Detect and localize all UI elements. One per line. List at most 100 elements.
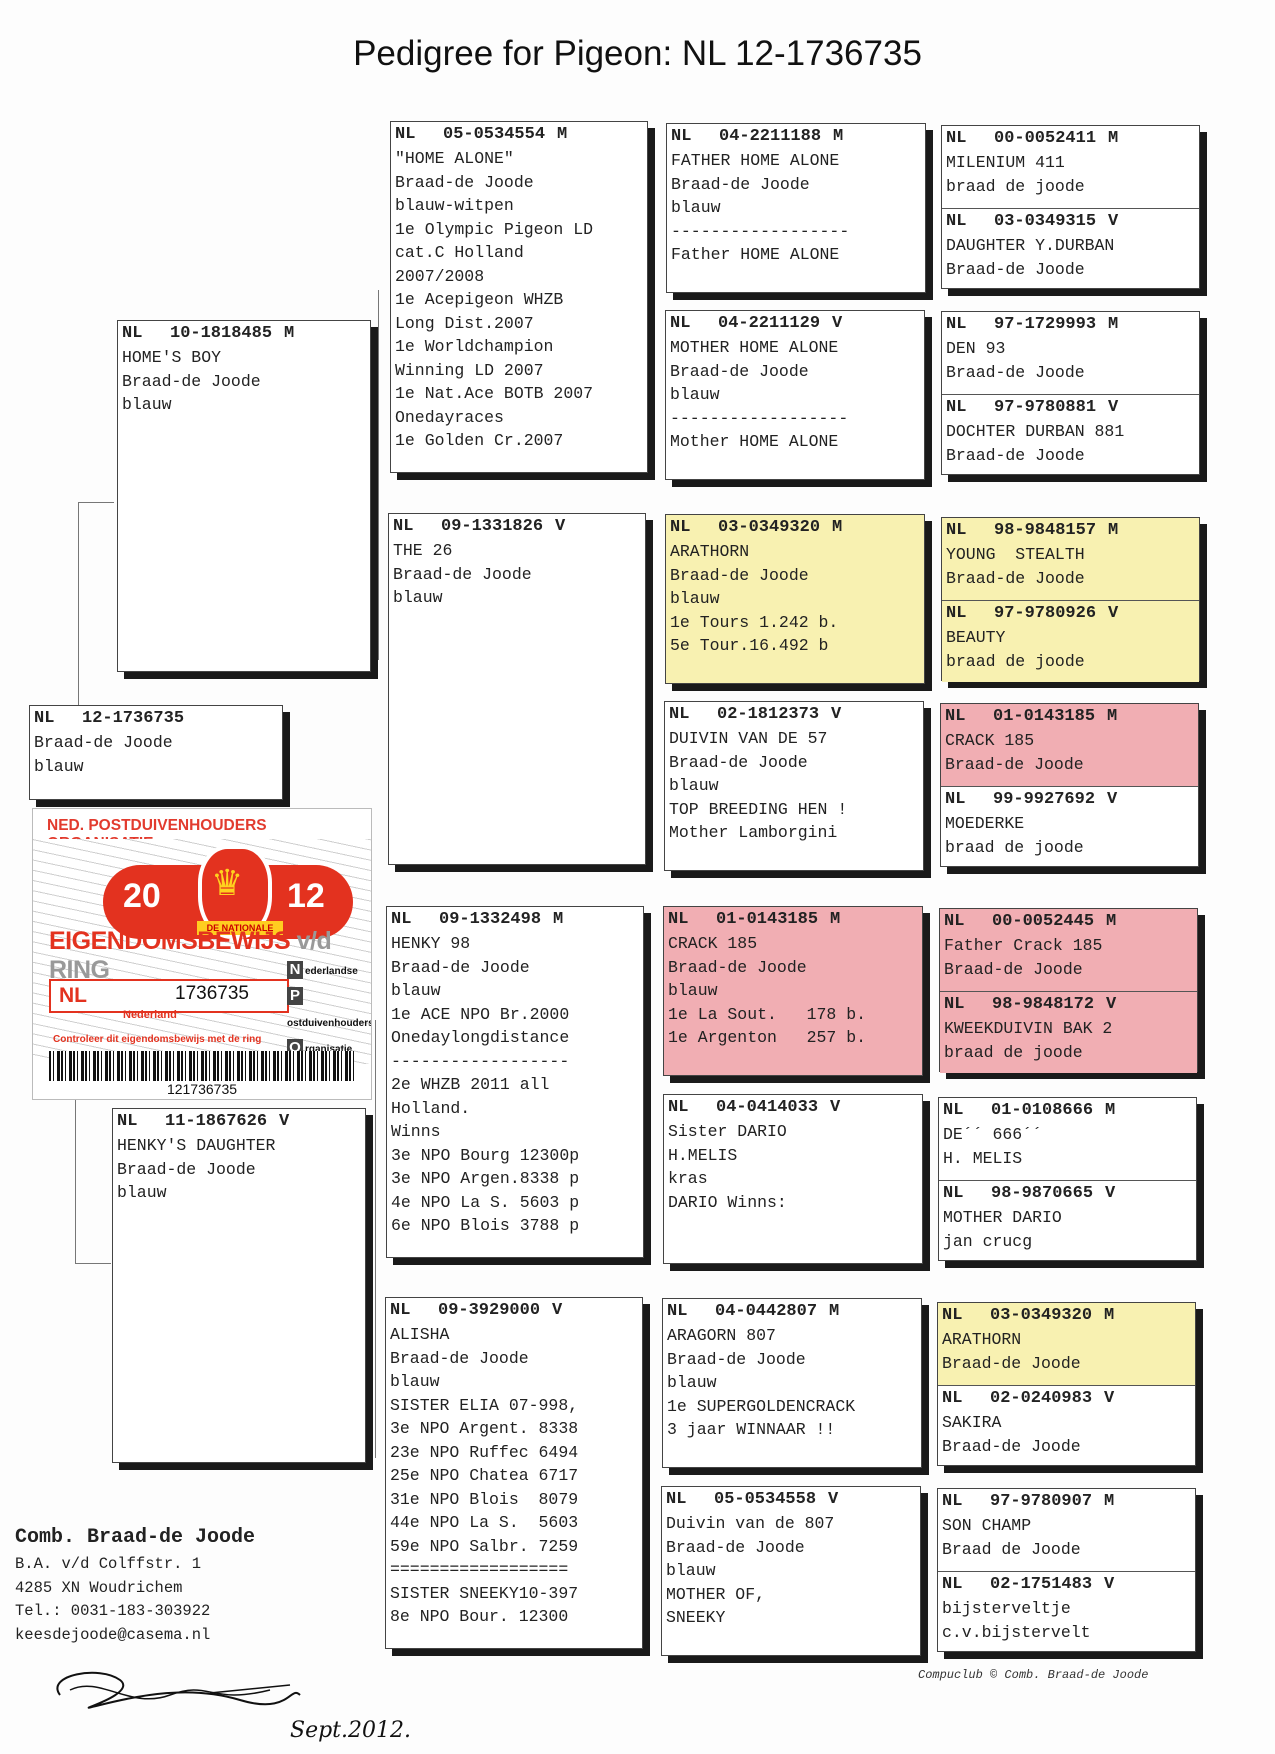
pigeon-line: Braad-de Joode [667,1349,806,1369]
pigeon-line: 4e NPO La S. 5603 p [391,1192,580,1212]
pigeon-line: 23e NPO Ruffec 6494 [390,1442,579,1462]
pigeon-line: ------------------ [670,408,849,428]
pigeon-line: Braad-de Joode [393,564,532,584]
ring-country: NL [945,707,966,726]
ring-sex: M [832,518,843,537]
ring-sex: V [1108,398,1119,417]
pigeon-line: DAUGHTER Y.DURBAN [946,236,1115,255]
ring-ring: 04-2211188 [719,127,822,146]
barcode-number: 121736735 [166,1081,238,1097]
pigeon-line: SISTER ELIA 07-998, [390,1395,579,1415]
contact-email: keesdejoode@casema.nl [15,1625,211,1644]
ring-country: NL [942,1492,963,1511]
sire-connector-h [78,502,114,503]
ring-country: NL [946,604,967,623]
pigeon-line: HENKY 98 [391,934,471,953]
pigeon-line: 25e NPO Chatea 6717 [390,1466,579,1485]
pigeon-line: 1e Golden Cr.2007 [395,431,564,450]
ring-country: NL [390,1301,411,1320]
ring-sex: M [1104,1306,1115,1325]
pigeon-line: blauw [668,981,718,1000]
ring-card-control-note: Controleer dit eigendomsbewijs met de ri… [53,1034,262,1045]
ring-ring: 04-2211129 [718,314,821,333]
ring-sex: M [1106,912,1117,931]
ring-country: NL [671,127,692,146]
pigeon-line: jan crucg [943,1231,1033,1251]
pigeon-line: 3e NPO Argen.8338 p [391,1169,580,1188]
signature-date: Sept.2012. [290,1718,411,1743]
ring-country: NL [942,1389,963,1408]
pigeon-line: blauw [117,1183,167,1202]
pigeon-line: ARATHORN [670,542,750,561]
npo-letter-n: N [287,961,303,979]
ring-country: NL [666,1490,687,1509]
pigeon-line: 1e Nat.Ace BOTB 2007 [395,384,594,403]
pigeon-line: Mother HOME ALONE [670,432,839,451]
sire-connector [78,502,79,706]
ring-country: NL [393,517,414,536]
pigeon-line: DOCHTER DURBAN 881 [946,422,1125,441]
pigeon-line: MOTHER OF, [666,1584,766,1604]
pigeon-line: Braad-de Joode [942,1436,1081,1456]
pigeon-line: Braad-de Joode [390,1348,529,1368]
pigeon-line: Braad de Joode [942,1539,1081,1559]
pigeon-line: c.v.bijstervelt [942,1622,1091,1642]
ring-ownership-card: NED. POSTDUIVENHOUDERS ORGANISATIE 20 12… [32,808,372,1100]
ring-ring: 04-0442807 [715,1302,818,1321]
npo-line-2: Postduivenhouders [287,985,371,1037]
ring-ring: 98-9848157 [994,521,1097,540]
pigeon-line: Braad-de Joode [946,445,1085,465]
pigeon-line: 3e NPO Bourg 12300p [391,1145,580,1165]
ring-ring: 97-9780907 [990,1492,1093,1511]
ring-country: NL [122,324,143,343]
ring-sex: M [1108,521,1119,540]
pigeon-line: BEAUTY [946,628,1006,647]
pigeon-line: Holland. [391,1098,471,1118]
ring-sex: V [1107,790,1118,809]
ring-ring: 03-0349320 [718,518,821,537]
ring-sex: V [552,1301,563,1320]
pigeon-line: braad de joode [944,1042,1083,1062]
signature [56,1671,301,1709]
pigeon-line: braad de joode [946,176,1085,196]
ring-country: NL [944,995,965,1014]
ring-ring: 09-1331826 [441,517,544,536]
pigeon-line: ------------------ [391,1051,570,1071]
ring-ring: 05-0534558 [714,1490,817,1509]
ring-sex: V [828,1490,839,1509]
ring-sex: V [555,517,566,536]
ring-sex: V [1108,604,1119,623]
pigeon-line: CRACK 185 [668,934,758,953]
ring-sex: M [284,324,295,343]
pigeon-line: blauw [391,981,441,1000]
ring-country: NL [670,314,691,333]
ring-header: NL 05-0534558 V [662,1487,920,1512]
pigeon-line: YOUNG STEALTH [946,545,1085,564]
ring-ring: 05-0534554 [443,125,546,144]
pigeon-line: SNEEKY [666,1608,726,1627]
ring-sex: M [1107,707,1118,726]
pigeon-line: 6e NPO Blois 3788 p [391,1216,580,1235]
ring-sex: M [830,910,841,929]
ring-ring: 11-1867626 [165,1112,268,1131]
ring-ring: 03-0349315 [994,212,1097,231]
pigeon-line: Braad-de Joode [668,957,807,977]
pigeon-line: 3e NPO Argent. 8338 [390,1419,579,1438]
pigeon-line: HENKY'S DAUGHTER [117,1136,276,1155]
ring-card-band: DE NATIONALE [197,921,283,935]
dam-branch-connector [375,1020,376,1458]
pigeon-line: 31e NPO Blois 8079 [390,1489,579,1509]
